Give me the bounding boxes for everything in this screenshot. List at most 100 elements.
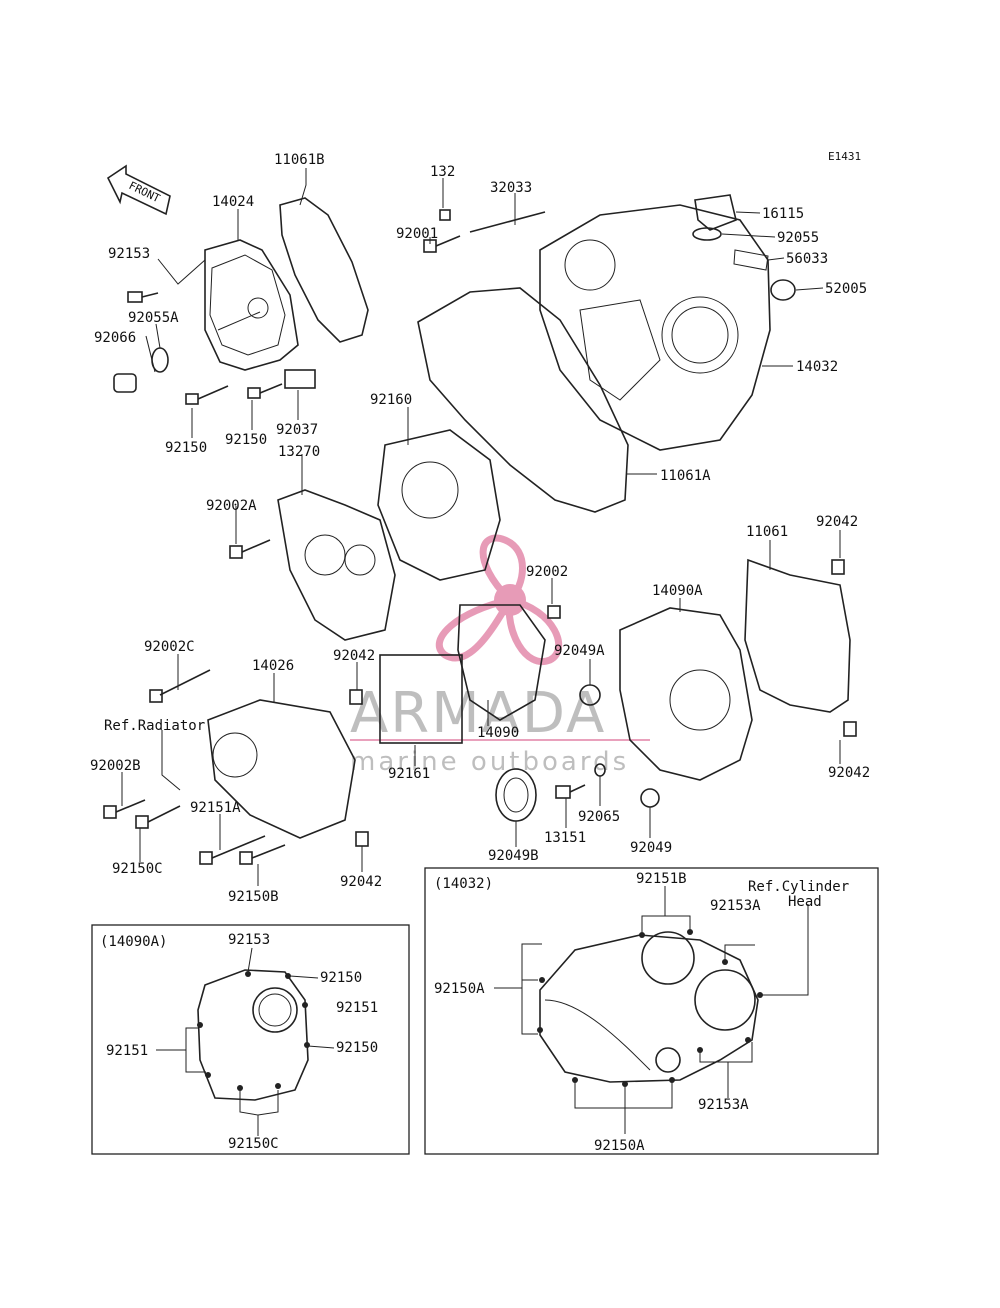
watermark-tagline: marine outboards bbox=[350, 747, 629, 777]
bolt-icon bbox=[185, 385, 229, 405]
part-label: 92042 bbox=[333, 648, 375, 664]
bolt-92002C-icon bbox=[159, 669, 211, 696]
part-label: 132 bbox=[430, 164, 455, 180]
part-14024-cover bbox=[204, 239, 299, 371]
bolt-icon bbox=[135, 805, 181, 829]
part-label: 92055 bbox=[777, 230, 819, 246]
rod-32033-icon bbox=[469, 211, 546, 233]
part-14090A-cover bbox=[619, 607, 753, 781]
bolt-icon bbox=[103, 799, 146, 819]
oil-cap-icon bbox=[113, 373, 137, 393]
part-label: 13151 bbox=[544, 830, 586, 846]
bolt-icon bbox=[199, 835, 266, 865]
leader-lines bbox=[121, 168, 841, 886]
part-label: 56033 bbox=[786, 251, 828, 267]
propeller-logo bbox=[435, 534, 563, 666]
part-label: 13270 bbox=[278, 444, 320, 460]
inset-label: 92151B bbox=[636, 871, 687, 887]
part-14032-cover bbox=[539, 204, 771, 451]
inset-label: 92150A bbox=[434, 981, 485, 997]
label-plate-icon bbox=[733, 249, 769, 271]
part-label: 92049B bbox=[488, 848, 539, 864]
seal-icon bbox=[640, 788, 660, 808]
part-label: 92153 bbox=[108, 246, 150, 262]
dowel-pin-icon bbox=[349, 689, 363, 705]
diagram-code: E1431 bbox=[828, 150, 861, 163]
part-11061A-gasket bbox=[417, 287, 629, 513]
part-label: 92161 bbox=[388, 766, 430, 782]
plate-92037-icon bbox=[284, 369, 316, 389]
part-label: 14026 bbox=[252, 658, 294, 674]
part-label: 11061B bbox=[274, 152, 325, 168]
part-label: 92065 bbox=[578, 809, 620, 825]
part-label: 92042 bbox=[340, 874, 382, 890]
inset-label: 92150A bbox=[594, 1138, 645, 1154]
part-label: 52005 bbox=[825, 281, 867, 297]
inset-label: 92151 bbox=[106, 1043, 148, 1059]
part-label: 92037 bbox=[276, 422, 318, 438]
seal-icon bbox=[770, 279, 796, 301]
inset-14090A: (14090A) 92153 92150 92151 92150 92151 9… bbox=[91, 924, 410, 1155]
part-label: 16115 bbox=[762, 206, 804, 222]
inset-label: 92150 bbox=[336, 1040, 378, 1056]
part-label: 14090 bbox=[477, 725, 519, 741]
bolt-icon bbox=[439, 209, 451, 221]
inset-label: 92150 bbox=[320, 970, 362, 986]
part-label: 92049 bbox=[630, 840, 672, 856]
sensor-13151-icon bbox=[555, 784, 586, 799]
part-label: 32033 bbox=[490, 180, 532, 196]
cap-16115-icon bbox=[694, 194, 737, 231]
part-label: 92042 bbox=[816, 514, 858, 530]
part-label: 14024 bbox=[212, 194, 254, 210]
part-label: 92150 bbox=[225, 432, 267, 448]
inset-14032: (14032) 92151B Ref.Cylinder Head 92153A … bbox=[424, 867, 879, 1155]
dowel-pin-icon bbox=[355, 831, 369, 847]
dowel-pin-icon bbox=[831, 559, 845, 575]
watermark: ARMADA marine outboards bbox=[350, 534, 650, 777]
bolt-icon bbox=[247, 383, 283, 399]
bolt-icon bbox=[239, 844, 286, 865]
ref-cylinder-head-line2: Head bbox=[788, 894, 822, 910]
part-label: 92002A bbox=[206, 498, 257, 514]
part-label: 92002C bbox=[144, 639, 195, 655]
part-92161-element bbox=[379, 654, 463, 744]
bolt-icon bbox=[547, 605, 561, 619]
bolt-icon bbox=[229, 539, 271, 559]
part-label: 92002 bbox=[526, 564, 568, 580]
part-label: 92066 bbox=[94, 330, 136, 346]
part-label: 11061A bbox=[660, 468, 711, 484]
part-11061B-gasket bbox=[279, 197, 369, 343]
front-arrow-icon: FRONT bbox=[106, 164, 171, 216]
dowel-pin-icon bbox=[843, 721, 857, 737]
part-label: 92160 bbox=[370, 392, 412, 408]
inset-label: 92151 bbox=[336, 1000, 378, 1016]
part-11061-gasket bbox=[744, 558, 851, 713]
part-labels: 11061B 14024 92153 92055A 92066 92150 92… bbox=[90, 152, 870, 905]
inset-title: (14032) bbox=[434, 876, 493, 892]
part-label: 92150 bbox=[165, 440, 207, 456]
inset-label: 92153 bbox=[228, 932, 270, 948]
part-label: 14032 bbox=[796, 359, 838, 375]
part-label: 92042 bbox=[828, 765, 870, 781]
part-label: 14090A bbox=[652, 583, 703, 599]
ref-cylinder-head-line1: Ref.Cylinder bbox=[748, 879, 849, 895]
inset-label: 92153A bbox=[698, 1097, 749, 1113]
watermark-brand: ARMADA bbox=[350, 681, 606, 746]
inset-label: 92150C bbox=[228, 1136, 279, 1152]
part-label: 92150C bbox=[112, 861, 163, 877]
part-13270-plate bbox=[277, 489, 396, 641]
part-14090-gasket bbox=[457, 604, 546, 721]
o-ring-icon bbox=[692, 227, 722, 241]
part-label: 92151A bbox=[190, 800, 241, 816]
part-label: 92001 bbox=[396, 226, 438, 242]
part-label: 92002B bbox=[90, 758, 141, 774]
part-14026-cover bbox=[207, 699, 356, 839]
part-label: 92150B bbox=[228, 889, 279, 905]
bolt-head-icon bbox=[149, 689, 163, 703]
inset-title: (14090A) bbox=[100, 934, 167, 950]
part-label: 92055A bbox=[128, 310, 179, 326]
bolt-icon bbox=[127, 291, 159, 303]
part-label: Ref.Radiator bbox=[104, 718, 205, 734]
